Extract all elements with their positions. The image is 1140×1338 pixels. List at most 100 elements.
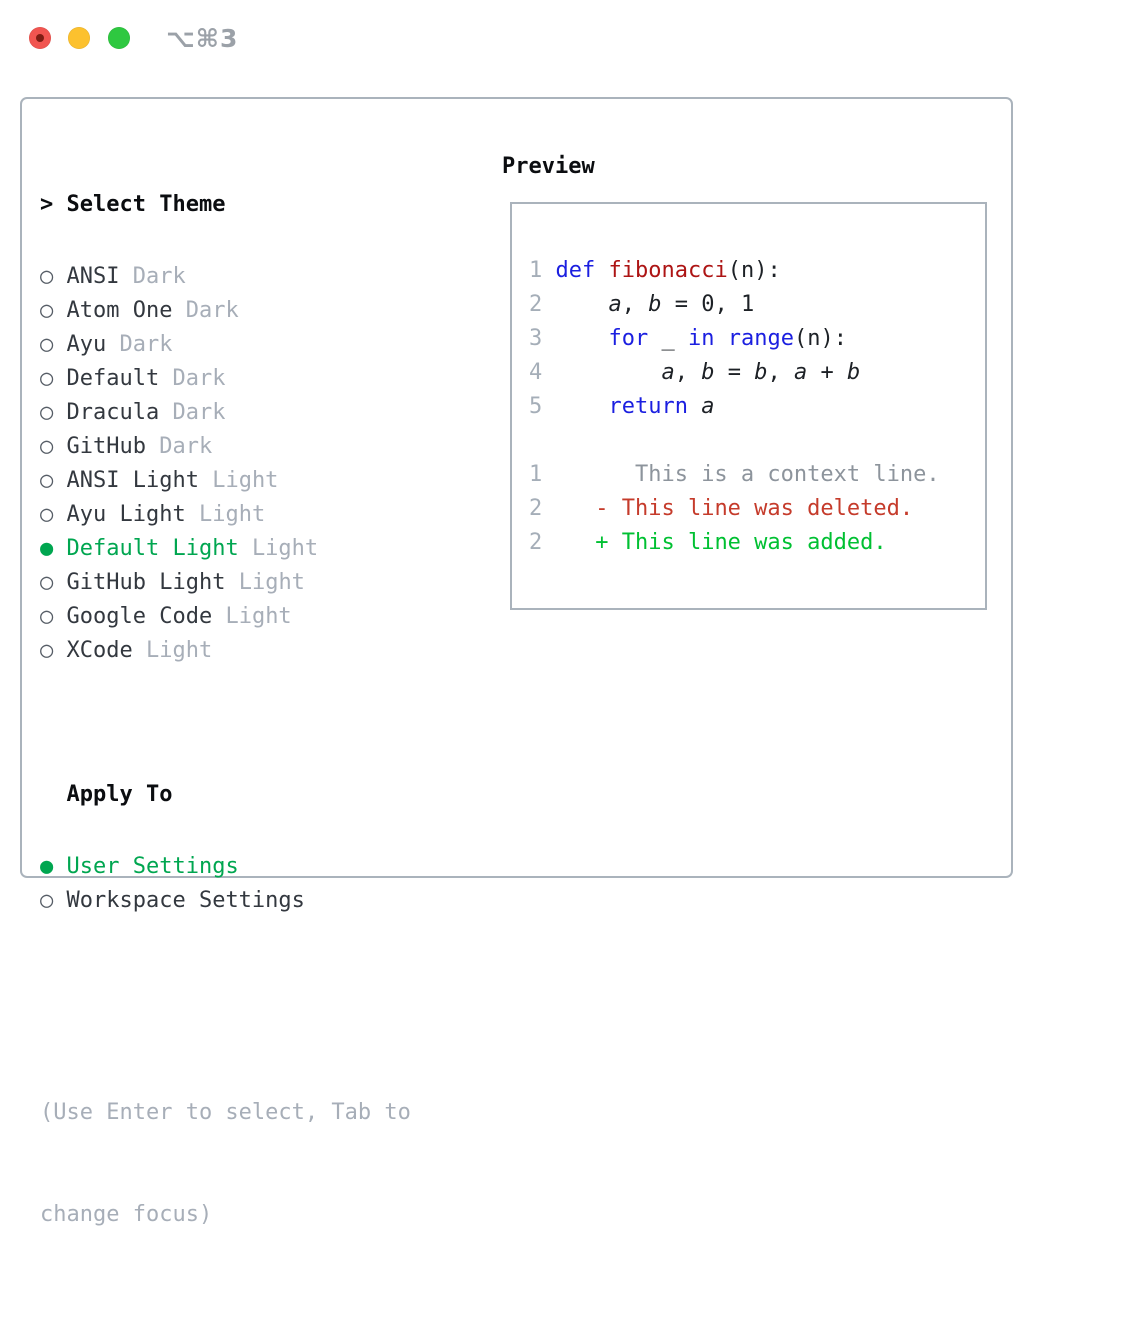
theme-option[interactable]: ○ Google Code Light [40,600,411,634]
theme-options-list: ○ ANSI Dark○ Atom One Dark○ Ayu Dark○ De… [40,260,411,668]
code-segment-var: b [701,360,715,385]
theme-option-label: GitHub Light [66,570,226,595]
theme-option[interactable]: ○ Ayu Dark [40,328,411,362]
theme-variant-label: Dark [185,298,239,323]
theme-variant-label: Dark [119,332,173,357]
theme-option[interactable]: ● Default Light Light [40,532,411,566]
help-text-line: (Use Enter to select, Tab to [40,1100,411,1125]
theme-variant-label: Light [225,604,292,629]
code-segment-lineno: 2 [529,292,556,317]
theme-option[interactable]: ○ Default Dark [40,362,411,396]
code-segment-plain: = [714,360,755,385]
radio-icon: ○ [40,570,54,595]
radio-icon: ○ [40,434,54,459]
code-segment-kw: for [608,326,649,351]
code-segment-plain: (n): [793,326,847,351]
theme-variant-label: Light [145,638,213,663]
theme-list-pane: > Select Theme ○ ANSI Dark○ Atom One Dar… [40,150,411,1338]
code-segment-lineno: 4 [529,360,556,385]
code-segment-plain: + [807,360,847,385]
apply-to-option[interactable]: ● User Settings [40,850,411,884]
theme-variant-label: Dark [172,400,226,425]
theme-variant-label: Light [198,502,266,527]
radio-icon: ○ [40,366,54,391]
radio-icon: ○ [40,468,54,493]
title-bar: ⌥⌘3 [0,0,1140,76]
radio-icon: ○ [40,298,54,323]
radio-icon: ○ [40,400,54,425]
radio-icon: ○ [40,604,54,629]
code-segment-plain: , [621,292,649,317]
theme-option[interactable]: ○ GitHub Light Light [40,566,411,600]
apply-to-header-label: Apply To [66,782,173,807]
code-segment-kw: return [608,394,688,419]
theme-option[interactable]: ○ Ayu Light Light [40,498,411,532]
selected-radio-icon: ● [40,854,54,879]
apply-to-option[interactable]: ○ Workspace Settings [40,884,411,918]
code-segment-plain: _ [648,326,688,351]
preview-box: 1 def fibonacci(n): 2 a, b = 0, 1 3 for … [510,202,987,610]
code-segment-plain [556,360,662,385]
window-title: ⌥⌘3 [166,24,239,53]
close-button-dot [36,34,44,42]
code-segment-lineno: 1 [529,258,556,283]
code-segment-var: a [661,360,675,385]
theme-option[interactable]: ○ ANSI Dark [40,260,411,294]
help-text-line: change focus) [40,1202,213,1227]
theme-option-label: ANSI [66,264,120,289]
theme-option[interactable]: ○ ANSI Light Light [40,464,411,498]
theme-variant-label: Dark [159,434,213,459]
close-button[interactable] [29,27,51,49]
theme-option[interactable]: ○ Dracula Dark [40,396,411,430]
theme-option[interactable]: ○ Atom One Dark [40,294,411,328]
theme-option-label: ANSI Light [66,468,199,493]
code-segment-lineno: 5 [529,394,556,419]
code-segment-lineno: 2 [529,530,543,555]
code-segment-lineno: 1 [529,462,543,487]
theme-option-label: Ayu Light [66,502,186,527]
code-segment-plain [714,326,727,351]
code-segment-plain [542,530,595,555]
code-segment-plain: = 0, 1 [661,292,755,317]
help-text: (Use Enter to select, Tab to change focu… [40,1028,411,1300]
code-segment-plain [556,326,609,351]
theme-option-label: Dracula [66,400,160,425]
theme-variant-label: Light [212,468,279,493]
code-segment-plain [595,258,608,283]
radio-icon: ○ [40,638,54,663]
select-theme-header-label: Select Theme [66,192,226,217]
code-segment-plain [542,496,595,521]
code-segment-plain [688,394,701,419]
code-segment-lineno: 3 [529,326,556,351]
code-segment-plain: , [674,360,702,385]
code-segment-plain: (n): [727,258,781,283]
code-segment-func: fibonacci [608,258,728,283]
theme-variant-label: Light [238,570,305,595]
minimize-button[interactable] [68,27,90,49]
radio-icon: ○ [40,502,54,527]
preview-title: Preview [502,154,595,179]
apply-to-header: Apply To [40,778,411,812]
focus-caret-icon: > [40,192,54,217]
theme-option[interactable]: ○ XCode Light [40,634,411,668]
radio-icon: ○ [40,332,54,357]
theme-option-label: GitHub [66,434,146,459]
theme-variant-label: Dark [172,366,226,391]
code-segment-plain [556,394,609,419]
theme-variant-label: Light [251,536,319,561]
theme-option-label: Ayu [66,332,107,357]
theme-option-label: Google Code [66,604,213,629]
theme-option-label: Default [66,366,160,391]
theme-variant-label: Dark [132,264,186,289]
radio-icon: ○ [40,264,54,289]
theme-option-label: XCode [66,638,133,663]
code-segment-kw: range [727,326,794,351]
theme-option-label: Atom One [66,298,173,323]
radio-icon: ○ [40,888,54,913]
selected-radio-icon: ● [40,536,54,561]
code-segment-kw: def [555,258,596,283]
theme-option[interactable]: ○ GitHub Dark [40,430,411,464]
apply-to-option-label: User Settings [66,854,239,879]
maximize-button[interactable] [108,27,130,49]
code-segment-add: + This line was added. [595,530,887,555]
